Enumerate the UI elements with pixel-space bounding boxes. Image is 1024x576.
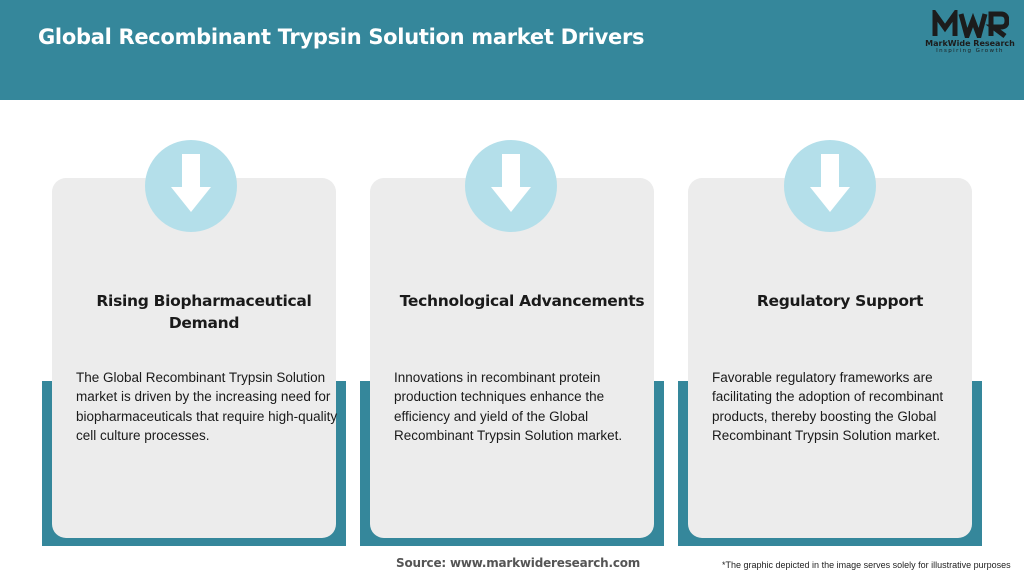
- disclaimer-note: *The graphic depicted in the image serve…: [722, 560, 1011, 570]
- card-body: The Global Recombinant Trypsin Solution …: [76, 370, 338, 443]
- driver-card-2: Technological Advancements Innovations i…: [360, 140, 664, 550]
- card-title: Regulatory Support: [756, 292, 924, 310]
- page-title: Global Recombinant Trypsin Solution mark…: [38, 25, 645, 49]
- logo-tagline: Inspiring Growth: [936, 48, 1004, 54]
- source-credit: Source: www.markwideresearch.com: [396, 556, 641, 570]
- arrow-down-icon: [491, 154, 531, 212]
- card-panel: Technological Advancements Innovations i…: [370, 178, 654, 538]
- header-banner: Global Recombinant Trypsin Solution mark…: [0, 0, 1024, 100]
- driver-card-1: Rising Biopharmaceutical Demand The Glob…: [42, 140, 346, 550]
- card-panel: Regulatory Support Favorable regulatory …: [688, 178, 972, 538]
- card-panel: Rising Biopharmaceutical Demand The Glob…: [52, 178, 338, 538]
- logo: MarkWide Research Inspiring Growth: [922, 8, 1018, 60]
- card-title: Technological Advancements: [399, 292, 645, 310]
- arrow-down-icon: [171, 154, 211, 212]
- driver-card-3: Regulatory Support Favorable regulatory …: [678, 140, 982, 550]
- card-body: Innovations in recombinant protein produ…: [394, 370, 623, 443]
- icon-circle: [145, 140, 237, 232]
- arrow-down-icon: [810, 154, 850, 212]
- card-title: Rising Biopharmaceutical Demand: [96, 292, 312, 332]
- logo-name: MarkWide Research: [925, 39, 1015, 48]
- icon-circle: [784, 140, 876, 232]
- mwr-logo-mark: [932, 10, 1009, 38]
- card-body: Favorable regulatory frameworks are faci…: [712, 370, 944, 443]
- icon-circle: [465, 140, 557, 232]
